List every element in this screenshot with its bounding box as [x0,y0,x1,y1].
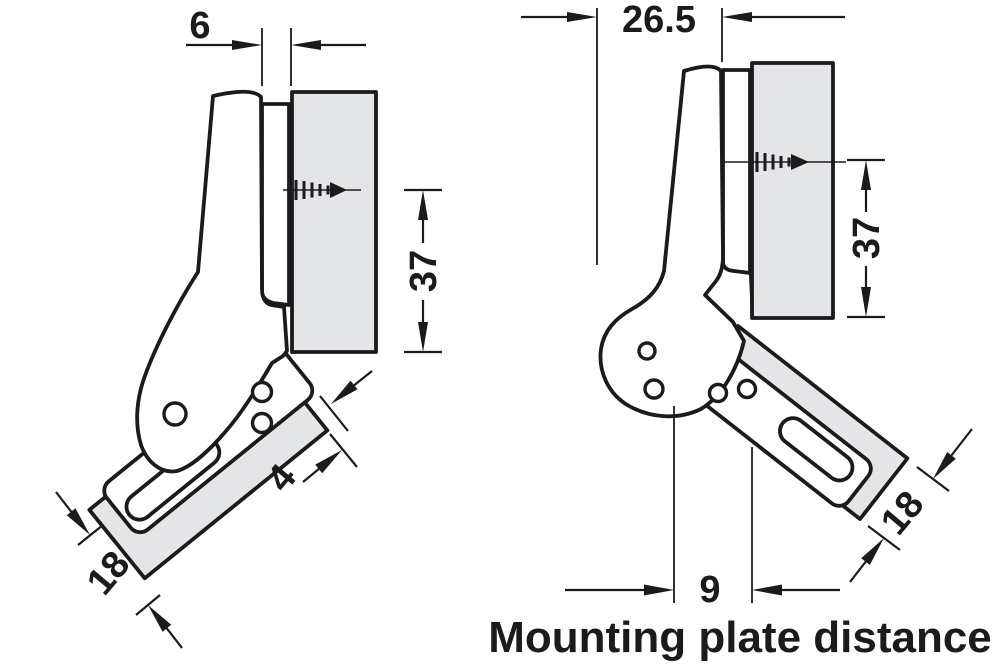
right-dim-top-overlay: 26.5 [521,0,845,265]
right-pivot-hole-2 [643,378,665,400]
right-dim-drilling-label: 37 [846,217,888,259]
right-hinge-arm [598,64,746,419]
figure-caption: Mounting plate distance [488,613,992,662]
left-dim-top-reveal-label: 6 [189,5,210,47]
right-dim-plate-distance-label: 9 [699,569,720,611]
right-hinge-arm-strip [721,68,752,275]
right-plate-slot [778,416,855,483]
right-pivot-hole-1 [637,341,657,361]
right-plate-hole-1 [707,382,729,404]
right-dim-drilling-distance: 37 [846,158,888,319]
left-hinge-view: 6 37 4 1 [55,5,445,649]
left-hinge-arm [135,89,289,474]
left-plate-hole-1 [250,380,274,404]
right-plate-hole-2 [736,378,758,400]
left-dim-drilling-label: 37 [403,250,445,292]
left-cabinet-panel [290,90,378,354]
right-cabinet-panel [750,61,835,320]
left-pivot-hole [162,401,188,427]
left-dim-drilling-distance: 37 [403,188,445,354]
left-screw-icon [283,180,361,200]
right-dim-mounting-plate-distance: 9 [565,406,840,611]
right-screw-icon [724,152,846,172]
right-hinge-view: 26.5 37 18 [488,0,992,662]
left-dim-top-reveal: 6 [186,5,366,86]
left-plate-hole-2 [250,411,274,435]
right-dim-top-overlay-label: 26.5 [622,0,696,41]
left-hinge-arm-strip [260,102,291,307]
